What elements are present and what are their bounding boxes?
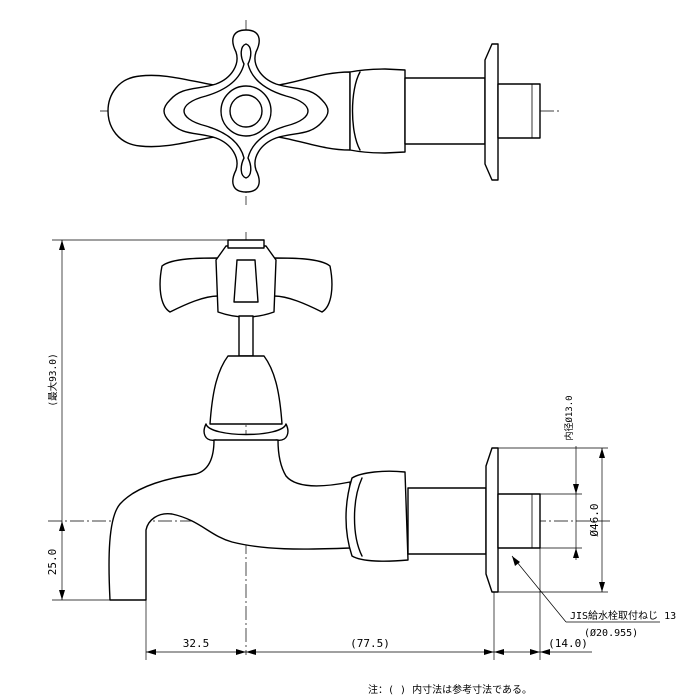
arrow: [246, 649, 256, 655]
front-view-handle-cap: [227, 239, 265, 249]
top-view-boss-inner: [229, 94, 263, 128]
dim-spout-height: 25.0: [46, 549, 59, 576]
dim-flange-diameter: Ø46.0: [588, 503, 601, 536]
arrow: [59, 590, 65, 600]
callout-thread-diameter: (Ø20.955): [584, 627, 638, 639]
top-view-pipe: [404, 77, 486, 145]
front-view-threaded-end: [497, 493, 541, 549]
arrow: [540, 649, 550, 655]
callout-leader: [511, 555, 567, 623]
arrow: [573, 548, 579, 558]
dim-overall-height: (最大93.0): [47, 353, 59, 406]
front-view-wall-flange: [485, 447, 499, 593]
front-view-bonnet: [209, 355, 283, 425]
front-view: [48, 232, 610, 655]
arrow: [484, 649, 494, 655]
arrow: [494, 649, 504, 655]
top-view-threaded-end: [497, 83, 541, 139]
dim-thread-length: (14.0): [548, 637, 588, 650]
arrow: [236, 649, 246, 655]
top-view-boss-outer: [220, 85, 272, 137]
arrow: [573, 484, 579, 494]
top-view-neck-curve: [351, 71, 361, 151]
dim-spout-offset: 32.5: [183, 637, 210, 650]
front-view-spindle: [238, 315, 254, 357]
front-view-pipe: [407, 487, 487, 555]
top-view-wall-flange: [484, 43, 499, 181]
arrow: [59, 521, 65, 531]
top-view: [100, 20, 560, 205]
front-view-handle-wings: [159, 257, 333, 313]
reference-note: 注：( ) 内寸法は参考寸法である。: [368, 683, 532, 696]
arrow: [599, 448, 605, 458]
front-view-hex-nut-edge: [353, 477, 363, 557]
front-view-body: [108, 439, 351, 601]
dim-inner-diameter: 内径Ø13.0: [563, 395, 575, 440]
arrow: [512, 556, 520, 566]
arrow: [146, 649, 156, 655]
front-view-handle-slot: [233, 259, 259, 303]
dim-body-length: (77.5): [350, 637, 390, 650]
dimension-lines: [52, 239, 660, 660]
top-view-neck: [349, 68, 406, 154]
callout-thread-spec: JIS給水栓取付ねじ 13: [570, 609, 676, 622]
arrow: [599, 582, 605, 592]
arrow: [59, 240, 65, 250]
front-view-hex-nut: [345, 470, 409, 562]
top-view-cross-groove: [183, 43, 309, 179]
arrow: [530, 649, 540, 655]
